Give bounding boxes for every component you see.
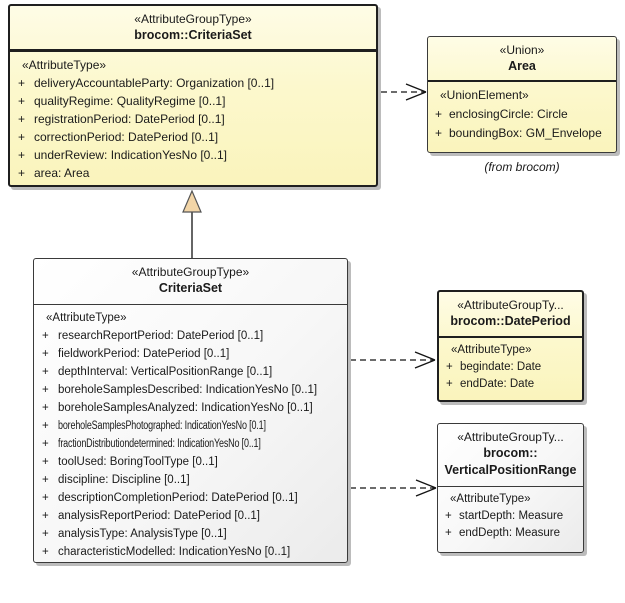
class-box-verticalpositionrange: «AttributeGroupTy... brocom:: VerticalPo…: [437, 423, 584, 553]
attribute-row: +underReview: IndicationYesNo [0..1]: [18, 148, 228, 162]
class-name: Area: [508, 59, 536, 73]
attribute-row: +registrationPeriod: DatePeriod [0..1]: [18, 112, 225, 126]
class-box-area: «Union» Area «UnionElement» +enclosingCi…: [427, 36, 617, 153]
attribute-row: +discipline: Discipline [0..1]: [42, 474, 190, 486]
attribute-row: +endDepth: Measure: [445, 527, 561, 539]
member-stereotype-label: «AttributeType»: [450, 493, 531, 505]
attribute-compartment: «AttributeType» +deliveryAccountablePart…: [10, 52, 376, 182]
attribute-row: +correctionPeriod: DatePeriod [0..1]: [18, 130, 219, 144]
from-package-caption: (from brocom): [484, 160, 560, 174]
class-header: «Union» Area: [428, 37, 616, 82]
attribute-row: +descriptionCompletionPeriod: DatePeriod…: [42, 492, 298, 504]
class-name: VerticalPositionRange: [444, 463, 577, 477]
attribute-row: +qualityRegime: QualityRegime [0..1]: [18, 94, 226, 108]
attribute-row: +fieldworkPeriod: DatePeriod [0..1]: [42, 348, 230, 360]
attribute-row: +analysisType: AnalysisType [0..1]: [42, 528, 227, 540]
stereotype-label: «Union»: [499, 43, 545, 57]
attribute-row: +researchReportPeriod: DatePeriod [0..1]: [42, 330, 264, 342]
member-stereotype-label: «AttributeType»: [22, 58, 107, 72]
member-stereotype-label: «AttributeType»: [46, 312, 127, 324]
class-name: brocom::CriteriaSet: [134, 28, 252, 42]
attribute-row: +boundingBox: GM_Envelope: [435, 126, 602, 140]
class-name: brocom::: [483, 446, 538, 460]
attribute-compartment: «AttributeType» +startDepth: Measure +en…: [438, 487, 583, 542]
attribute-row: +deliveryAccountableParty: Organization …: [18, 76, 275, 90]
class-box-dateperiod: «AttributeGroupTy... brocom::DatePeriod …: [437, 290, 584, 402]
class-header: «AttributeGroupTy... brocom:: VerticalPo…: [438, 424, 583, 487]
attribute-row: +endDate: Date: [446, 378, 535, 390]
class-header: «AttributeGroupTy... brocom::DatePeriod: [439, 292, 582, 338]
open-arrowhead-icon: [405, 83, 427, 101]
member-stereotype-label: «AttributeType»: [451, 344, 532, 356]
dependency-connector-dateperiod: [350, 351, 436, 369]
attribute-row: +begindate: Date: [446, 361, 542, 373]
attribute-row: +boreholeSamplesAnalyzed: IndicationYesN…: [42, 402, 313, 414]
attribute-row: +toolUsed: BoringToolType [0..1]: [42, 456, 218, 468]
class-name: brocom::DatePeriod: [450, 314, 571, 328]
stereotype-label: «AttributeGroupType»: [131, 265, 250, 279]
attribute-row: +characteristicModelled: IndicationYesNo…: [42, 546, 291, 558]
open-arrowhead-icon: [414, 351, 436, 369]
dependency-connector-area: [381, 83, 427, 101]
generalization-triangle-icon: [182, 189, 202, 213]
stereotype-label: «AttributeGroupTy...: [457, 298, 564, 312]
attribute-compartment: «AttributeType» +researchReportPeriod: D…: [34, 305, 347, 561]
class-name: CriteriaSet: [158, 281, 223, 295]
attribute-row: +boreholeSamplesPhotographed: Indication…: [42, 420, 266, 432]
attribute-compartment: «AttributeType» +begindate: Date +endDat…: [439, 338, 582, 393]
stereotype-label: «AttributeGroupTy...: [457, 430, 564, 444]
open-arrowhead-icon: [415, 479, 437, 497]
generalization-connector: [182, 189, 202, 258]
dependency-connector-verticalpositionrange: [350, 479, 437, 497]
attribute-row: +fractionDistributiondetermined: Indicat…: [42, 438, 261, 450]
attribute-row: +enclosingCircle: Circle: [435, 107, 568, 121]
class-header: «AttributeGroupType» brocom::CriteriaSet: [10, 6, 376, 52]
attribute-row: +boreholeSamplesDescribed: IndicationYes…: [42, 384, 318, 396]
attribute-row: +area: Area: [18, 166, 90, 180]
class-box-brocom-criteriaset: «AttributeGroupType» brocom::CriteriaSet…: [8, 4, 378, 187]
attribute-compartment: «UnionElement» +enclosingCircle: Circle …: [428, 82, 616, 143]
member-stereotype-label: «UnionElement»: [440, 88, 529, 102]
stereotype-label: «AttributeGroupType»: [134, 12, 252, 26]
class-box-criteriaset: «AttributeGroupType» CriteriaSet «Attrib…: [33, 258, 348, 563]
class-header: «AttributeGroupType» CriteriaSet: [34, 259, 347, 305]
attribute-row: +startDepth: Measure: [445, 510, 564, 522]
attribute-row: +depthInterval: VerticalPositionRange [0…: [42, 366, 273, 378]
attribute-row: +analysisReportPeriod: DatePeriod [0..1]: [42, 510, 260, 522]
